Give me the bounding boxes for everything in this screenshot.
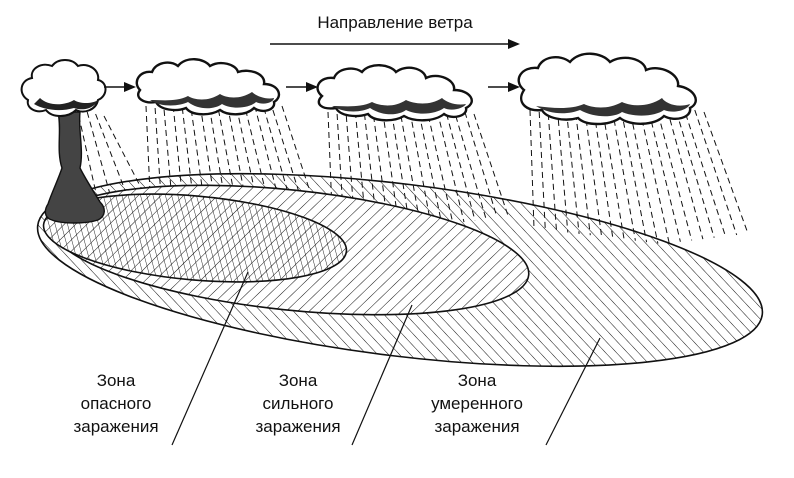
- fallout-streak: [227, 105, 248, 209]
- zone-label-strong-line-1: Зона: [279, 371, 318, 390]
- fallout-streak: [602, 113, 625, 240]
- fallout-streak: [666, 109, 704, 240]
- fallout-streak: [364, 113, 377, 217]
- fallout-streak: [103, 115, 143, 190]
- cloud-3-shade: [536, 98, 690, 117]
- cloud-3: [517, 52, 697, 126]
- zone-label-dangerous-line-2: опасного: [81, 394, 152, 413]
- fallout-streak: [181, 107, 194, 200]
- cloud-1: [135, 58, 281, 116]
- zone-dangerous-area-hatch-b: [42, 193, 348, 283]
- fallout-streak: [272, 109, 302, 200]
- fallout-streak: [354, 111, 366, 216]
- fallout-streak: [676, 111, 715, 238]
- zone-label-dangerous-line-1: Зона: [97, 371, 136, 390]
- fallout-streak: [657, 113, 693, 241]
- zone-label-strong-line-2: сильного: [263, 394, 334, 413]
- zone-label-dangerous-line-3: заражения: [73, 417, 158, 436]
- zone-label-dangerous: Зона опасного заражения: [73, 371, 158, 436]
- wind-direction-label: Направление ветра: [317, 13, 473, 32]
- leader-line-dangerous: [171, 271, 249, 446]
- fallout-streak: [455, 115, 487, 219]
- fallout-streak: [473, 113, 509, 216]
- fallout-streak: [373, 115, 388, 219]
- zone-label-moderate-line-2: умеренного: [431, 394, 523, 413]
- fallout-streak: [78, 115, 97, 195]
- leader-line-strong: [351, 304, 413, 446]
- zone-label-moderate-line-1: Зона: [458, 371, 497, 390]
- fallout-streak: [172, 105, 183, 198]
- zone-label-moderate-line-3: заражения: [434, 417, 519, 436]
- fallout-streak: [584, 109, 603, 237]
- cloud-1-shade: [150, 92, 274, 109]
- fallout-streak: [648, 111, 681, 242]
- zone-label-strong: Зона сильного заражения: [255, 371, 340, 436]
- fallout-streak: [593, 111, 614, 239]
- fallout-streak: [86, 111, 113, 201]
- zone-label-moderate: Зона умеренного заражения: [431, 371, 523, 436]
- fallout-streak: [95, 113, 128, 195]
- fallout-streak: [611, 109, 636, 241]
- leader-lines: [171, 271, 601, 446]
- fallout-streak: [703, 111, 749, 234]
- fallout-streak: [639, 109, 670, 244]
- mushroom-stem: [44, 111, 105, 224]
- contamination-zones: [36, 172, 764, 368]
- zone-label-strong-line-3: заражения: [255, 417, 340, 436]
- leader-line-moderate: [545, 337, 601, 446]
- fallout-streak: [630, 113, 659, 244]
- fallout-streak: [190, 109, 205, 202]
- fallout-streak: [575, 113, 591, 236]
- cloud-2-shade: [332, 98, 466, 115]
- nuclear-mushroom-cloud: [20, 59, 107, 224]
- fallout-streak: [621, 111, 648, 243]
- fallout-streak: [685, 113, 726, 237]
- wind-direction: Направление ветра: [270, 13, 520, 49]
- mushroom-cap-shade: [34, 98, 98, 111]
- cloud-2: [316, 64, 473, 122]
- fallout-streak: [694, 109, 738, 236]
- fallout-streak: [566, 111, 580, 234]
